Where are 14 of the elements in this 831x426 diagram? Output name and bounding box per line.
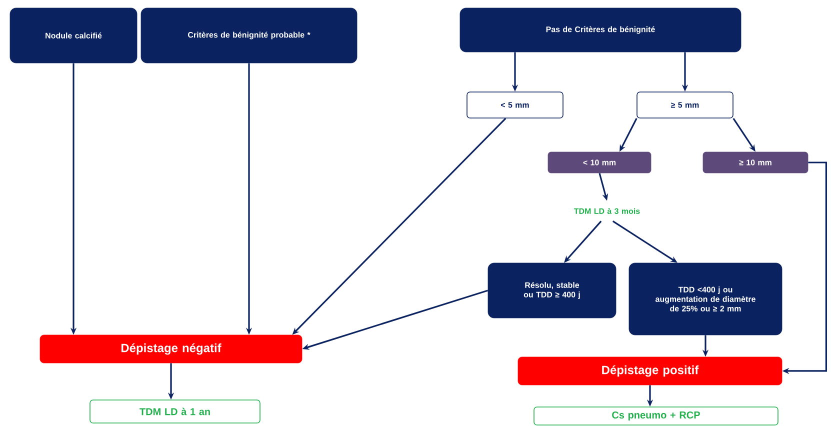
result-box: Dépistage positif — [518, 356, 782, 386]
size-box: < 10 mm — [548, 152, 652, 174]
follow-up-box: Cs pneumo + RCP — [534, 406, 778, 426]
process-box: Résolu, stable ou TDD ≥ 400 j — [488, 262, 616, 318]
process-box: Pas de Critères de bénignité — [460, 8, 742, 52]
size-box: < 5 mm — [466, 92, 564, 118]
step-text: TDM LD à 3 mois — [574, 208, 640, 214]
process-box: Critères de bénignité probable * — [140, 8, 358, 64]
size-box: ≥ 5 mm — [636, 92, 734, 118]
process-box: Nodule calcifié — [10, 8, 138, 64]
follow-up-box: TDM LD à 1 an — [90, 400, 260, 424]
process-box: TDD <400 j ou augmentation de diamètre de 25% ou ≥ 2 mm — [628, 262, 782, 336]
result-box: Dépistage négatif — [40, 334, 302, 364]
size-box: ≥ 10 mm — [702, 152, 808, 174]
